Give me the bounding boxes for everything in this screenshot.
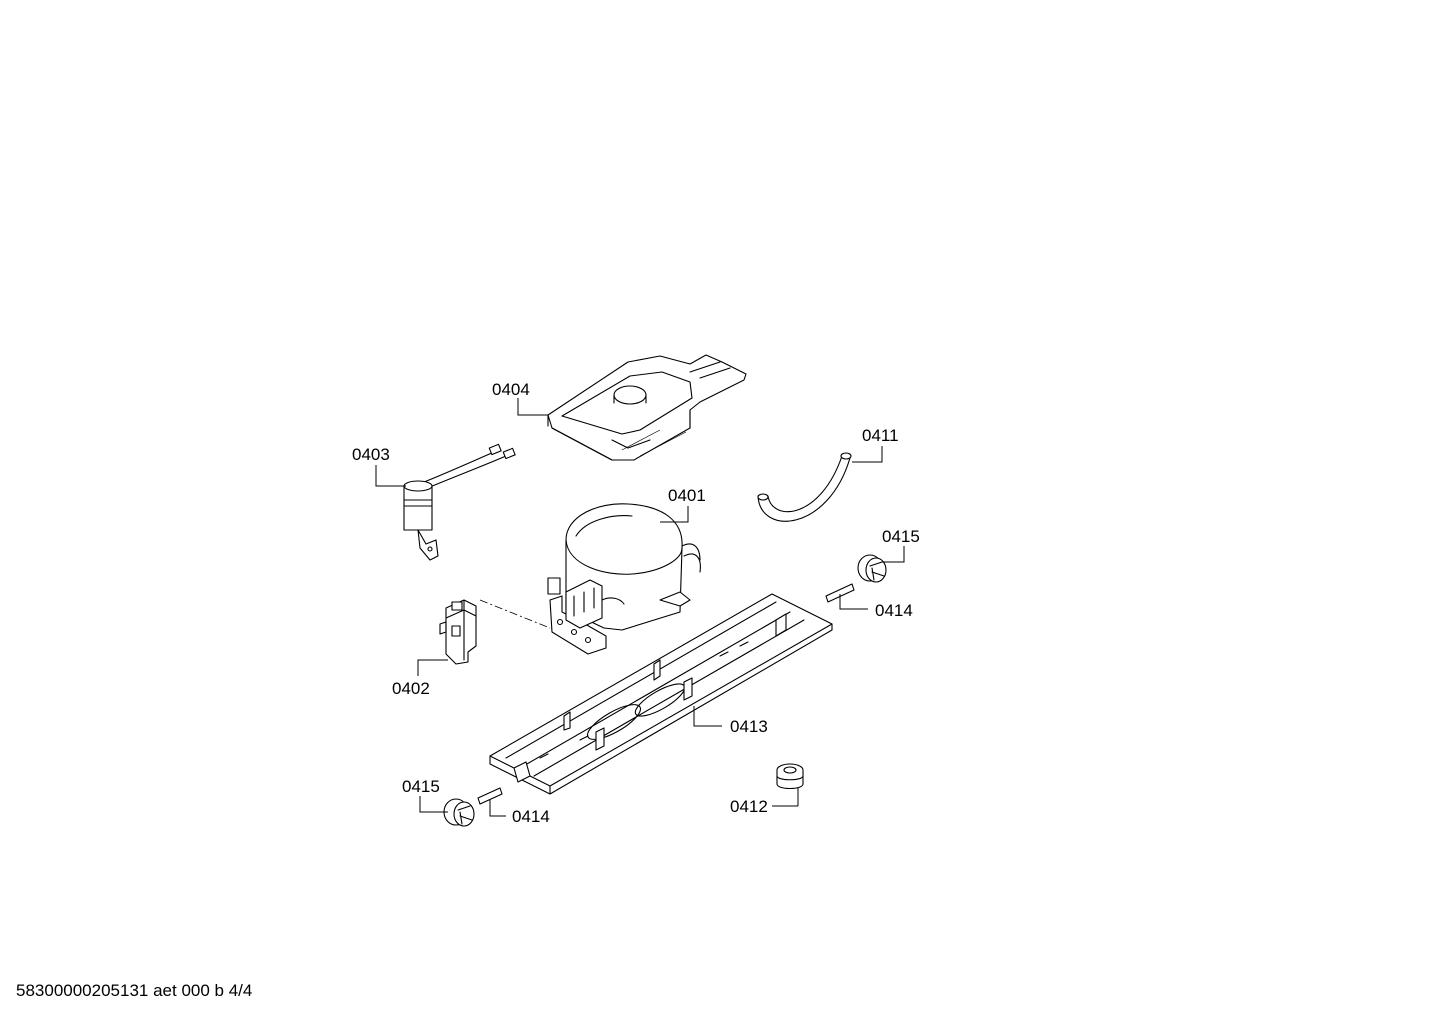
label-0415-right: 0415 — [882, 527, 920, 546]
part-0414-pin-left — [477, 787, 503, 805]
label-0414-left: 0414 — [512, 807, 550, 826]
part-0412-grommet — [776, 763, 804, 790]
part-0404-drip-tray — [547, 354, 747, 461]
part-0414-pin-right — [825, 583, 855, 603]
leader-lines — [375, 398, 905, 817]
label-0404: 0404 — [492, 380, 530, 399]
label-0411: 0411 — [862, 426, 899, 445]
assembly-line-0402-0401 — [479, 599, 551, 629]
label-0414-right: 0414 — [875, 601, 913, 620]
label-0412: 0412 — [730, 797, 768, 816]
part-0403-capacitor — [403, 443, 516, 561]
part-0413-base-rail — [489, 593, 833, 795]
part-0411-hose — [757, 452, 852, 522]
label-0413: 0413 — [730, 717, 768, 736]
label-0415-left: 0415 — [402, 777, 440, 796]
document-id: 58300000205131 aet 000 b 4/4 — [16, 981, 253, 1000]
label-0402: 0402 — [392, 679, 430, 698]
part-0415-foot-left — [443, 798, 475, 827]
label-0403: 0403 — [352, 445, 390, 464]
part-0401-compressor — [547, 503, 701, 655]
part-0402-starter-relay — [439, 599, 477, 665]
part-0415-foot-right — [857, 554, 887, 583]
label-0401: 0401 — [668, 486, 706, 505]
